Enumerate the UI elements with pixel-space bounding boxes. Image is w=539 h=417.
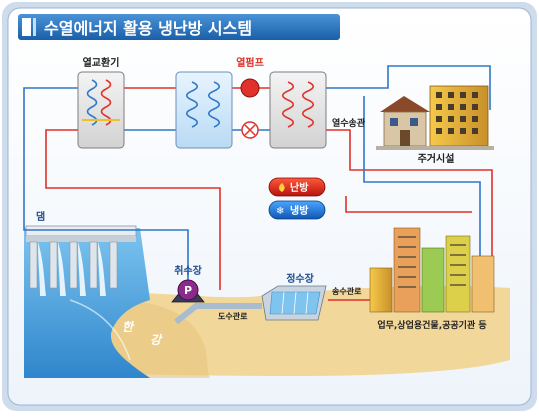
commercial-label: 업무,상업용건물,공공기관 등 bbox=[377, 319, 486, 331]
residential-buildings: 주거시설 bbox=[376, 85, 494, 165]
water-purification-label: 정수장 bbox=[286, 272, 314, 285]
river-label-gang: 강 bbox=[150, 333, 163, 347]
heat-exchanger-label: 열교환기 bbox=[83, 56, 120, 69]
legend-cooling: ❄ 냉방 bbox=[268, 200, 326, 220]
intake-station: P 취수장 bbox=[171, 264, 205, 303]
heat-supply-pipe-label: 열수송관 bbox=[332, 117, 366, 129]
legend-heating-label: 난방 bbox=[290, 181, 309, 194]
pump-icon-label: P bbox=[184, 284, 192, 297]
page-title: 수열에너지 활용 냉난방 시스템 bbox=[44, 19, 252, 38]
legend-cooling-label: 냉방 bbox=[290, 204, 309, 217]
title-bar: 수열에너지 활용 냉난방 시스템 bbox=[18, 14, 340, 40]
pump-icon bbox=[177, 279, 199, 301]
legend: 난방 ❄ 냉방 bbox=[268, 177, 326, 220]
water-purification-plant: 정수장 bbox=[261, 272, 327, 321]
heat-pump-evaporator bbox=[175, 71, 233, 149]
dam: 댐 bbox=[25, 210, 137, 296]
legend-heating: 난방 bbox=[268, 177, 326, 197]
river-label-han: 한 bbox=[122, 320, 135, 334]
dam-label: 댐 bbox=[36, 210, 45, 223]
residential-label: 주거시설 bbox=[418, 152, 455, 165]
heat-pump-label: 열펌프 bbox=[236, 56, 264, 69]
expansion-valve-icon bbox=[241, 121, 259, 139]
heat-exchanger-unit: 열교환기 bbox=[77, 56, 125, 149]
heat-pump-condenser bbox=[269, 71, 327, 149]
intake-station-label: 취수장 bbox=[174, 264, 202, 277]
pipe-network bbox=[23, 65, 493, 301]
flame-icon bbox=[279, 183, 285, 192]
water-transmission-label: 송수관로 bbox=[332, 286, 362, 296]
conduit-pipe bbox=[174, 303, 262, 325]
snowflake-icon: ❄ bbox=[276, 206, 284, 217]
heat-pump-compressor-icon bbox=[240, 78, 260, 98]
commercial-buildings: 업무,상업용건물,공공기관 등 bbox=[369, 227, 495, 331]
water-conduit-label: 도수관로 bbox=[218, 311, 248, 321]
